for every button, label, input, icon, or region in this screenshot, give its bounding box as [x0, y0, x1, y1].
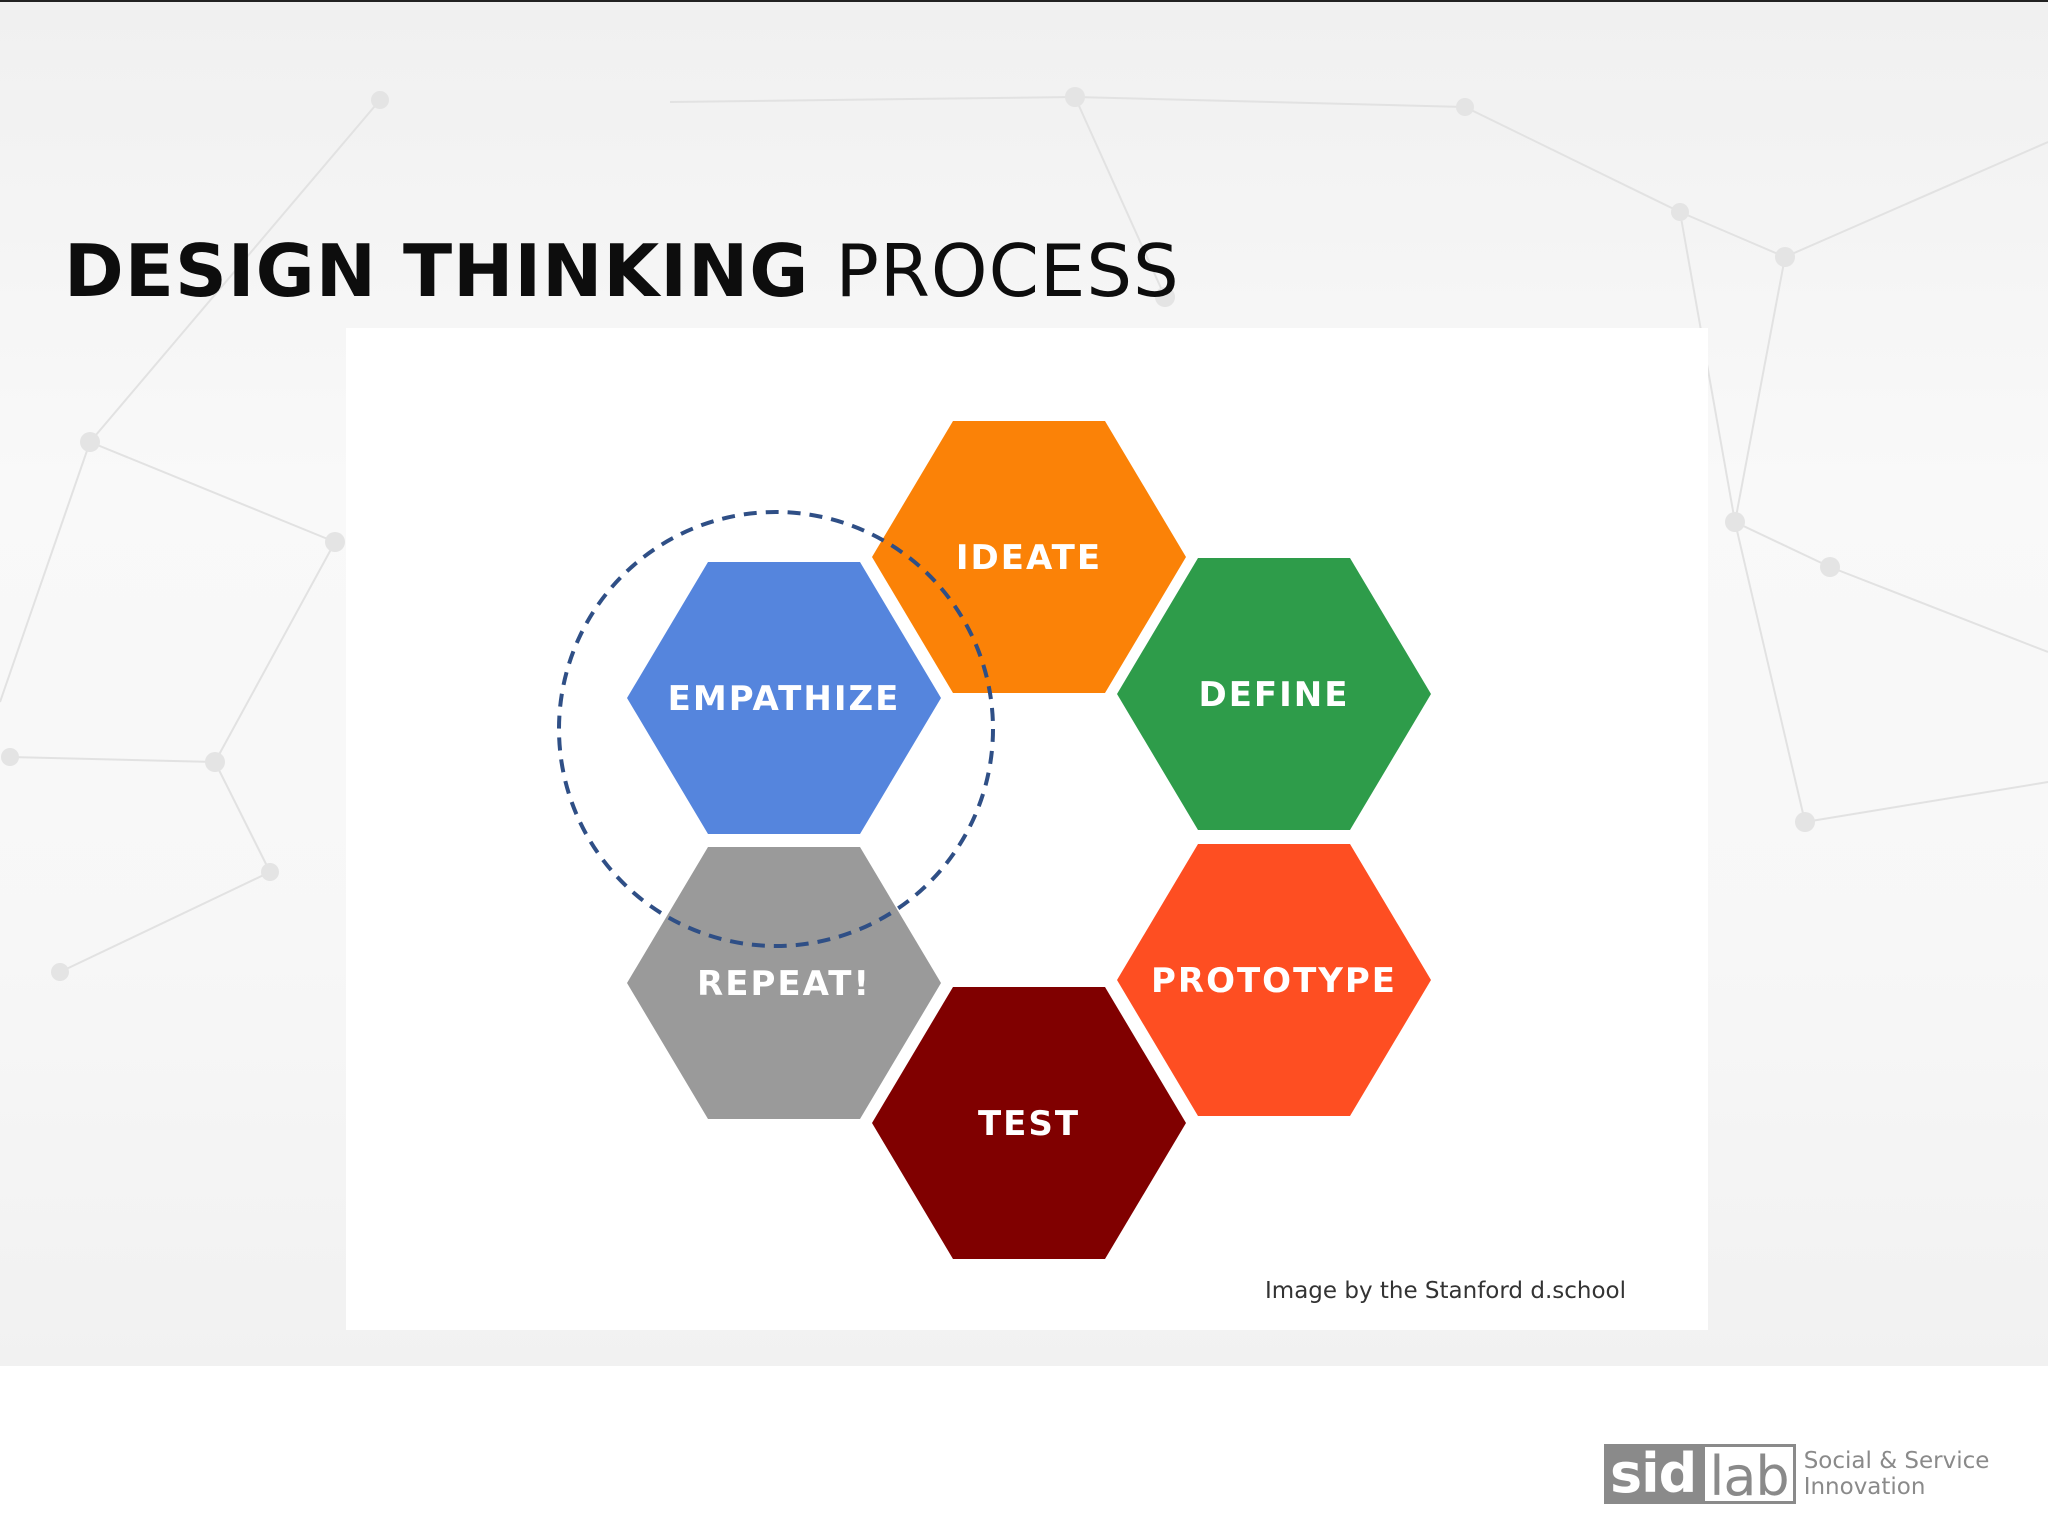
hexagon-prototype-shape — [1117, 844, 1431, 1116]
slide-title-bold: DESIGN THINKING — [64, 229, 810, 313]
diagram-panel: EMPATHIZE IDEATE DEFINE PROTOTYPE TEST REPEAT… — [346, 328, 1708, 1330]
logo-lab-text: lab — [1702, 1444, 1796, 1507]
network-background-pattern — [0, 87, 2048, 981]
hexagon-ideate-label: IDEATE — [956, 538, 1102, 578]
design-thinking-diagram: EMPATHIZE IDEATE DEFINE PROTOTYPE TEST REPEAT… — [557, 421, 1431, 1259]
logo-tagline-line-1: Social & Service — [1803, 1448, 1990, 1474]
logo-tagline-line-2: Innovation — [1803, 1474, 1926, 1500]
hexagon-empathize-shape — [627, 562, 941, 834]
hexagon-empathize-label: EMPATHIZE — [668, 679, 901, 719]
hexagon-repeat-label: REPEAT! — [697, 964, 871, 1004]
highlight-dashed-circle — [557, 510, 995, 948]
sidlab-logo: sid lab Social & Service Innovation — [1604, 1442, 1990, 1507]
hexagon-prototype-label: PROTOTYPE — [1151, 961, 1397, 1001]
slide-background: DESIGN THINKING PROCESS EMPATHIZE IDEATE D… — [0, 0, 2048, 1366]
slide-title: DESIGN THINKING PROCESS — [64, 226, 1180, 316]
hexagon-test-shape — [872, 987, 1186, 1259]
hexagon-empathize: EMPATHIZE — [627, 562, 941, 834]
hexagon-repeat-shape — [627, 847, 941, 1119]
hexagon-define: DEFINE — [1117, 558, 1431, 830]
image-credit: Image by the Stanford d.school — [1265, 1278, 1626, 1304]
hexagon-define-label: DEFINE — [1198, 675, 1349, 715]
hexagon-test-label: TEST — [978, 1104, 1080, 1144]
hexagon-ideate: IDEATE — [872, 421, 1186, 693]
hexagon-ideate-shape — [872, 421, 1186, 693]
logo-sid-text: sid — [1604, 1444, 1703, 1504]
slide-title-light: PROCESS — [835, 229, 1180, 313]
hexagon-repeat: REPEAT! — [627, 847, 941, 1119]
hexagon-prototype: PROTOTYPE — [1117, 844, 1431, 1116]
logo-tagline: Social & Service Innovation — [1804, 1448, 1990, 1500]
hexagon-define-shape — [1117, 558, 1431, 830]
hexagon-test: TEST — [872, 987, 1186, 1259]
